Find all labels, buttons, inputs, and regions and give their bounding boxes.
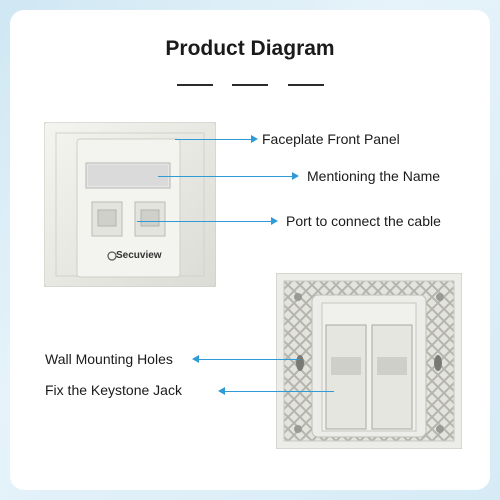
label-holes: Wall Mounting Holes — [45, 351, 173, 367]
label-keystone: Fix the Keystone Jack — [45, 382, 182, 398]
arrow-faceplate — [175, 139, 253, 140]
faceplate-back-image — [276, 273, 462, 449]
mounting-hole-left-icon — [296, 355, 304, 371]
arrow-keystone-head-icon — [218, 387, 225, 395]
title-dash-2 — [232, 84, 268, 86]
brand-text: Secuview — [116, 250, 162, 261]
label-port: Port to connect the cable — [286, 213, 441, 229]
keystone-left — [325, 324, 367, 430]
arrow-port — [137, 221, 273, 222]
port-right — [134, 201, 166, 237]
brand-logo-icon — [107, 251, 117, 261]
arrow-port-head-icon — [271, 217, 278, 225]
arrow-keystone — [224, 391, 334, 392]
arrow-holes-head-icon — [192, 355, 199, 363]
label-faceplate: Faceplate Front Panel — [262, 131, 400, 147]
arrow-name-head-icon — [292, 172, 299, 180]
faceplate-front-image — [44, 122, 216, 287]
diagram-title: Product Diagram — [165, 37, 335, 60]
arrow-faceplate-head-icon — [251, 135, 258, 143]
keystone-right — [371, 324, 413, 430]
mounting-hole-right-icon — [434, 355, 442, 371]
arrow-holes — [198, 359, 300, 360]
title-dash-3 — [288, 84, 324, 86]
title-dash-1 — [177, 84, 213, 86]
arrow-name — [158, 176, 294, 177]
label-name: Mentioning the Name — [307, 168, 441, 184]
